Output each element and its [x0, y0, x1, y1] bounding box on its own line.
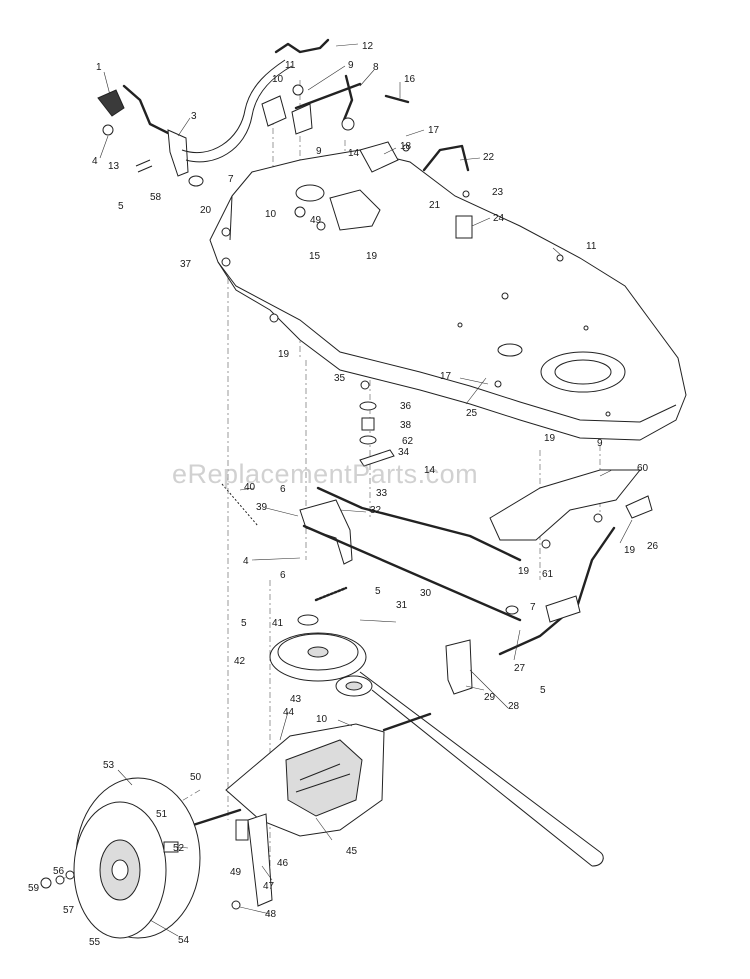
callout-14: 14 — [348, 148, 360, 159]
callout-54: 54 — [178, 935, 190, 946]
center-stack — [221, 380, 522, 622]
callout-11: 11 — [586, 241, 597, 252]
callout-19: 19 — [544, 433, 556, 444]
callout-3: 3 — [191, 111, 197, 122]
callout-59: 59 — [28, 883, 40, 894]
callout-61: 61 — [542, 569, 554, 580]
callout-4: 4 — [92, 156, 98, 167]
callout-34: 34 — [398, 447, 410, 458]
callout-25: 25 — [466, 408, 478, 419]
callout-60: 60 — [637, 463, 649, 474]
callout-16: 16 — [404, 74, 416, 85]
callout-49: 49 — [310, 215, 322, 226]
callout-30: 30 — [420, 588, 432, 599]
callout-10: 10 — [265, 209, 277, 220]
callout-9: 9 — [316, 146, 322, 157]
callout-19: 19 — [278, 349, 290, 360]
callout-6: 6 — [280, 570, 286, 581]
callout-13: 13 — [108, 161, 120, 172]
callout-15: 15 — [309, 251, 321, 262]
right-lever-assembly — [445, 469, 653, 695]
callout-7: 7 — [228, 174, 234, 185]
callout-31: 31 — [396, 600, 408, 611]
callout-42: 42 — [234, 656, 246, 667]
callout-22: 22 — [483, 152, 495, 163]
callout-53: 53 — [103, 760, 115, 771]
callout-33: 33 — [376, 488, 388, 499]
callout-10: 10 — [272, 74, 284, 85]
callout-26: 26 — [647, 541, 659, 552]
callout-5: 5 — [375, 586, 381, 597]
callout-32: 32 — [370, 505, 382, 516]
watermark-text: eReplacementParts.com — [172, 459, 478, 489]
callout-1: 1 — [96, 62, 102, 73]
callout-9: 9 — [597, 438, 603, 449]
callout-7: 7 — [530, 602, 536, 613]
drive-pulleys — [269, 586, 604, 867]
callout-18: 18 — [400, 141, 412, 152]
callout-40: 40 — [244, 482, 256, 493]
callout-36: 36 — [400, 401, 412, 412]
callout-23: 23 — [492, 187, 504, 198]
callout-5: 5 — [241, 618, 247, 629]
callout-10: 10 — [316, 714, 328, 725]
shift-lever-assembly — [97, 59, 293, 187]
callout-55: 55 — [89, 937, 101, 948]
callout-17: 17 — [428, 125, 440, 136]
transaxle — [188, 712, 432, 910]
callout-27: 27 — [514, 663, 526, 674]
callout-51: 51 — [156, 809, 168, 820]
callout-29: 29 — [484, 692, 496, 703]
callout-5: 5 — [540, 685, 546, 696]
callout-21: 21 — [429, 200, 441, 211]
callout-52: 52 — [173, 843, 185, 854]
callout-48: 48 — [265, 909, 277, 920]
callout-39: 39 — [256, 502, 268, 513]
callout-58: 58 — [150, 192, 162, 203]
callout-28: 28 — [508, 701, 520, 712]
callout-4: 4 — [243, 556, 249, 567]
callout-35: 35 — [334, 373, 346, 384]
callout-43: 43 — [290, 694, 302, 705]
callout-labels: 1 2 3 4 5 7 8 9 9 9 10 10 11 11 12 13 14… — [28, 41, 659, 948]
callout-19: 19 — [366, 251, 378, 262]
callout-62: 62 — [402, 436, 414, 447]
callout-41: 41 — [272, 618, 284, 629]
callout-11: 11 — [285, 60, 296, 71]
callout-19: 19 — [624, 545, 636, 556]
callout-57: 57 — [63, 905, 75, 916]
callout-5: 5 — [118, 201, 124, 212]
leader-lines — [99, 43, 633, 937]
callout-45: 45 — [346, 846, 358, 857]
callout-44: 44 — [283, 707, 295, 718]
callout-6: 6 — [280, 484, 286, 495]
callout-9: 9 — [348, 60, 354, 71]
frame-plate — [209, 149, 687, 441]
callout-12: 12 — [362, 41, 374, 52]
callout-46: 46 — [277, 858, 289, 869]
callout-50: 50 — [190, 772, 202, 783]
callout-37: 37 — [180, 259, 192, 270]
rear-wheel — [40, 777, 201, 939]
callout-47: 47 — [263, 881, 275, 892]
callout-38: 38 — [400, 420, 412, 431]
callout-24: 24 — [493, 213, 505, 224]
callout-17: 17 — [440, 371, 452, 382]
callout-20: 20 — [200, 205, 212, 216]
callout-49: 49 — [230, 867, 242, 878]
callout-8: 8 — [373, 62, 379, 73]
callout-56: 56 — [53, 866, 65, 877]
upper-rod-assembly — [221, 38, 564, 323]
callout-14: 14 — [424, 465, 436, 476]
callout-19: 19 — [518, 566, 530, 577]
